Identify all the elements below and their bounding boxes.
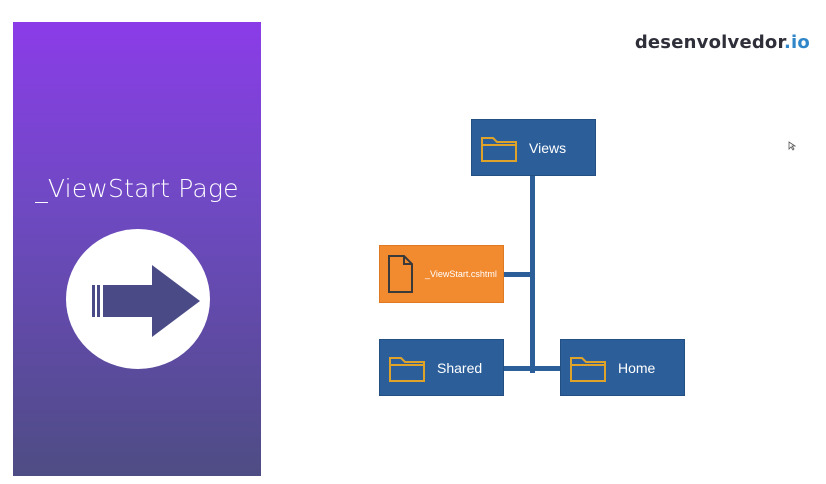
folder-icon — [570, 356, 606, 382]
shared-folder-node: Shared — [379, 339, 504, 396]
slide-title: _ViewStart Page — [35, 174, 239, 203]
folder-icon — [481, 136, 517, 162]
arrow-right-icon — [92, 265, 200, 337]
arrow-circle — [66, 229, 210, 369]
views-label: Views — [529, 139, 567, 156]
file-connector — [503, 272, 533, 277]
home-folder-node: Home — [560, 339, 685, 396]
brand-name: desenvolvedor — [634, 32, 785, 53]
mouse-cursor-icon — [788, 141, 796, 151]
views-folder-node: Views — [471, 119, 596, 176]
title-panel: _ViewStart Page — [13, 22, 261, 476]
file-icon — [388, 255, 413, 293]
brand-logo: desenvolvedor.io — [635, 32, 810, 53]
home-label: Home — [618, 359, 656, 376]
children-connector — [503, 366, 562, 371]
folder-icon — [389, 356, 425, 382]
viewstart-label: _ViewStart.cshtml — [425, 269, 497, 279]
brand-tld: .io — [784, 32, 810, 53]
viewstart-file-node: _ViewStart.cshtml — [379, 245, 504, 303]
shared-label: Shared — [437, 359, 483, 376]
